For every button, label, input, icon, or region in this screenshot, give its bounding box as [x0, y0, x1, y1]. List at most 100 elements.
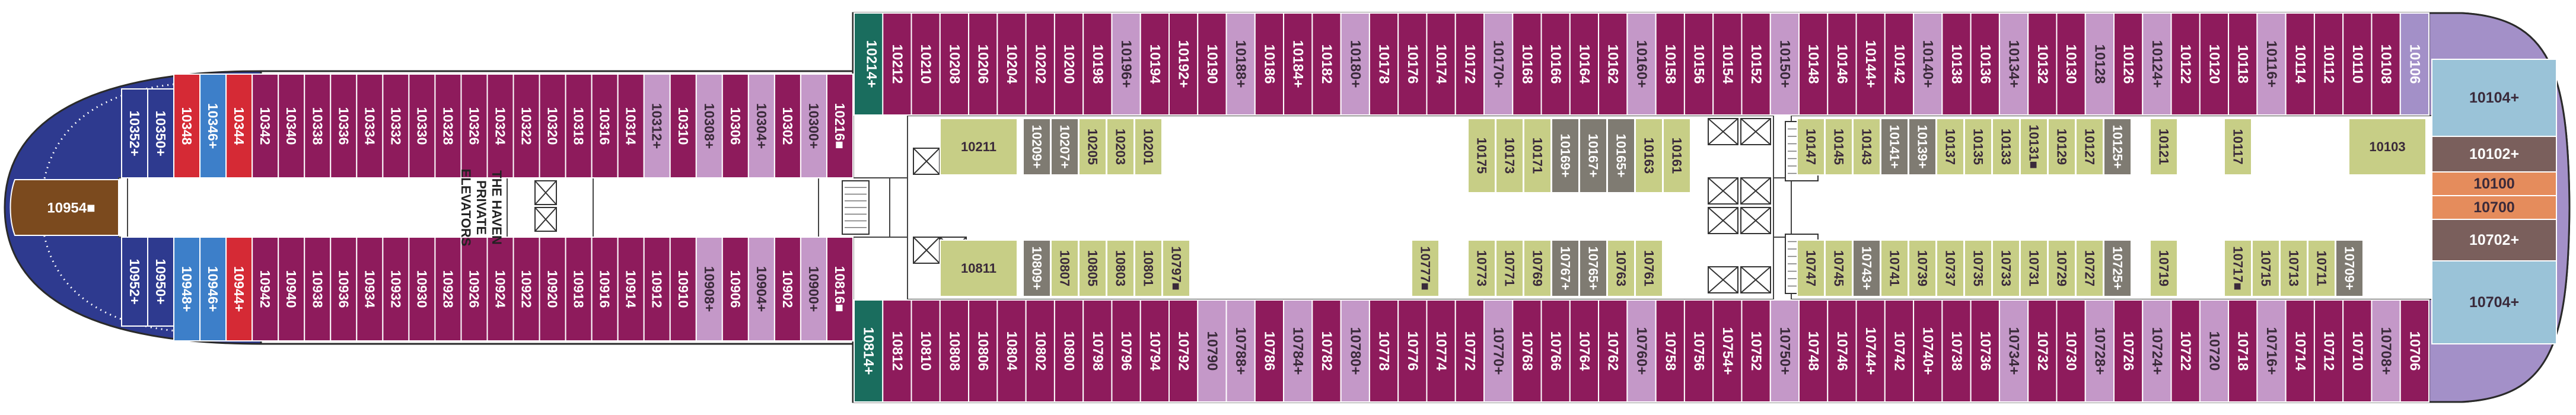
cabin-10324[interactable]: 10324 — [486, 74, 514, 178]
cabin-10812[interactable]: 10812 — [882, 299, 912, 403]
cabin-10207[interactable]: 10207+ — [1050, 118, 1079, 175]
cabin-10904[interactable]: 10904+ — [747, 237, 775, 341]
cabin-10338[interactable]: 10338 — [304, 74, 332, 178]
cabin-10117[interactable]: 10117 — [2224, 118, 2252, 175]
cabin-10773[interactable]: 10773 — [1467, 240, 1496, 297]
cabin-10176[interactable]: 10176 — [1397, 12, 1428, 116]
cabin-10764[interactable]: 10764 — [1569, 299, 1600, 403]
cabin-10902[interactable]: 10902 — [773, 237, 801, 341]
cabin-10204[interactable]: 10204 — [996, 12, 1027, 116]
cabin-10143[interactable]: 10143 — [1852, 118, 1881, 175]
cabin-10733[interactable]: 10733 — [1992, 240, 2020, 297]
cabin-10326[interactable]: 10326 — [460, 74, 488, 178]
cabin-10208[interactable]: 10208 — [939, 12, 970, 116]
cabin-10198[interactable]: 10198 — [1082, 12, 1113, 116]
cabin-10161[interactable]: 10161 — [1663, 118, 1691, 193]
cabin-10761[interactable]: 10761 — [1635, 240, 1663, 297]
cabin-10750[interactable]: 10750+ — [1769, 299, 1800, 403]
cabin-10756[interactable]: 10756 — [1683, 299, 1714, 403]
cabin-10748[interactable]: 10748 — [1798, 299, 1829, 403]
cabin-10212[interactable]: 10212 — [882, 12, 912, 116]
cabin-10768[interactable]: 10768 — [1512, 299, 1542, 403]
cabin-10700[interactable]: 10700 — [2431, 195, 2557, 220]
cabin-10102[interactable]: 10102+ — [2431, 136, 2557, 173]
cabin-10942[interactable]: 10942 — [251, 237, 279, 341]
cabin-10336[interactable]: 10336 — [330, 74, 358, 178]
cabin-10209[interactable]: 10209+ — [1023, 118, 1051, 175]
cabin-10900[interactable]: 10900+ — [800, 237, 827, 341]
cabin-10129[interactable]: 10129 — [2048, 118, 2076, 175]
cabin-10328[interactable]: 10328 — [434, 74, 462, 178]
cabin-10912[interactable]: 10912 — [643, 237, 671, 341]
cabin-10203[interactable]: 10203 — [1106, 118, 1135, 175]
cabin-10192[interactable]: 10192+ — [1168, 12, 1199, 116]
cabin-10304[interactable]: 10304+ — [747, 74, 775, 178]
cabin-10708[interactable]: 10708+ — [2371, 299, 2401, 403]
cabin-10916[interactable]: 10916 — [591, 237, 619, 341]
cabin-10350[interactable]: 10350+ — [147, 88, 175, 178]
cabin-10738[interactable]: 10738 — [1941, 299, 1972, 403]
cabin-10116[interactable]: 10116+ — [2256, 12, 2287, 116]
cabin-10932[interactable]: 10932 — [382, 237, 410, 341]
cabin-10156[interactable]: 10156 — [1683, 12, 1714, 116]
cabin-10196[interactable]: 10196+ — [1111, 12, 1141, 116]
cabin-10171[interactable]: 10171 — [1523, 118, 1552, 193]
cabin-10160[interactable]: 10160+ — [1626, 12, 1657, 116]
cabin-10165[interactable]: 10165+ — [1607, 118, 1635, 193]
cabin-10714[interactable]: 10714 — [2285, 299, 2315, 403]
cabin-10934[interactable]: 10934 — [356, 237, 384, 341]
cabin-10172[interactable]: 10172 — [1454, 12, 1485, 116]
cabin-10938[interactable]: 10938 — [304, 237, 332, 341]
cabin-10745[interactable]: 10745 — [1824, 240, 1853, 297]
cabin-10144[interactable]: 10144+ — [1855, 12, 1886, 116]
cabin-10788[interactable]: 10788+ — [1225, 299, 1256, 403]
cabin-10126[interactable]: 10126 — [2113, 12, 2144, 116]
cabin-10782[interactable]: 10782 — [1311, 299, 1342, 403]
cabin-10110[interactable]: 10110 — [2342, 12, 2373, 116]
cabin-10752[interactable]: 10752 — [1741, 299, 1771, 403]
cabin-10106[interactable]: 10106 — [2399, 12, 2430, 116]
cabin-10926[interactable]: 10926 — [460, 237, 488, 341]
cabin-10930[interactable]: 10930 — [408, 237, 436, 341]
cabin-10810[interactable]: 10810 — [910, 299, 941, 403]
cabin-10731[interactable]: 10731 — [2020, 240, 2048, 297]
cabin-10104[interactable]: 10104+ — [2431, 59, 2557, 137]
cabin-10158[interactable]: 10158 — [1655, 12, 1685, 116]
cabin-10924[interactable]: 10924 — [486, 237, 514, 341]
cabin-10167[interactable]: 10167+ — [1579, 118, 1607, 193]
cabin-10906[interactable]: 10906 — [721, 237, 749, 341]
cabin-10816[interactable]: 10816■ — [826, 237, 854, 341]
cabin-10772[interactable]: 10772 — [1454, 299, 1485, 403]
cabin-10334[interactable]: 10334 — [356, 74, 384, 178]
cabin-10936[interactable]: 10936 — [330, 237, 358, 341]
cabin-10728[interactable]: 10728+ — [2084, 299, 2115, 403]
cabin-10322[interactable]: 10322 — [512, 74, 540, 178]
cabin-10166[interactable]: 10166 — [1540, 12, 1571, 116]
cabin-10300[interactable]: 10300+ — [800, 74, 827, 178]
cabin-10776[interactable]: 10776 — [1397, 299, 1428, 403]
cabin-10722[interactable]: 10722 — [2170, 299, 2201, 403]
cabin-10774[interactable]: 10774 — [1426, 299, 1456, 403]
cabin-10175[interactable]: 10175 — [1467, 118, 1496, 193]
cabin-10786[interactable]: 10786 — [1254, 299, 1285, 403]
cabin-10771[interactable]: 10771 — [1495, 240, 1524, 297]
cabin-10762[interactable]: 10762 — [1598, 299, 1628, 403]
cabin-10139[interactable]: 10139+ — [1908, 118, 1937, 175]
cabin-10725[interactable]: 10725+ — [2103, 240, 2132, 297]
cabin-10146[interactable]: 10146 — [1827, 12, 1857, 116]
cabin-10709[interactable]: 10709+ — [2335, 240, 2364, 297]
cabin-10778[interactable]: 10778 — [1368, 299, 1399, 403]
cabin-10142[interactable]: 10142 — [1884, 12, 1915, 116]
cabin-10769[interactable]: 10769 — [1523, 240, 1552, 297]
cabin-10717[interactable]: 10717■ — [2224, 240, 2252, 297]
cabin-10332[interactable]: 10332 — [382, 74, 410, 178]
cabin-10147[interactable]: 10147 — [1797, 118, 1825, 175]
cabin-10314[interactable]: 10314 — [617, 74, 645, 178]
cabin-10732[interactable]: 10732 — [2027, 299, 2058, 403]
cabin-10796[interactable]: 10796 — [1111, 299, 1141, 403]
cabin-10122[interactable]: 10122 — [2170, 12, 2201, 116]
cabin-10120[interactable]: 10120 — [2199, 12, 2230, 116]
cabin-10808[interactable]: 10808 — [939, 299, 970, 403]
cabin-10150[interactable]: 10150+ — [1769, 12, 1800, 116]
cabin-10914[interactable]: 10914 — [617, 237, 645, 341]
